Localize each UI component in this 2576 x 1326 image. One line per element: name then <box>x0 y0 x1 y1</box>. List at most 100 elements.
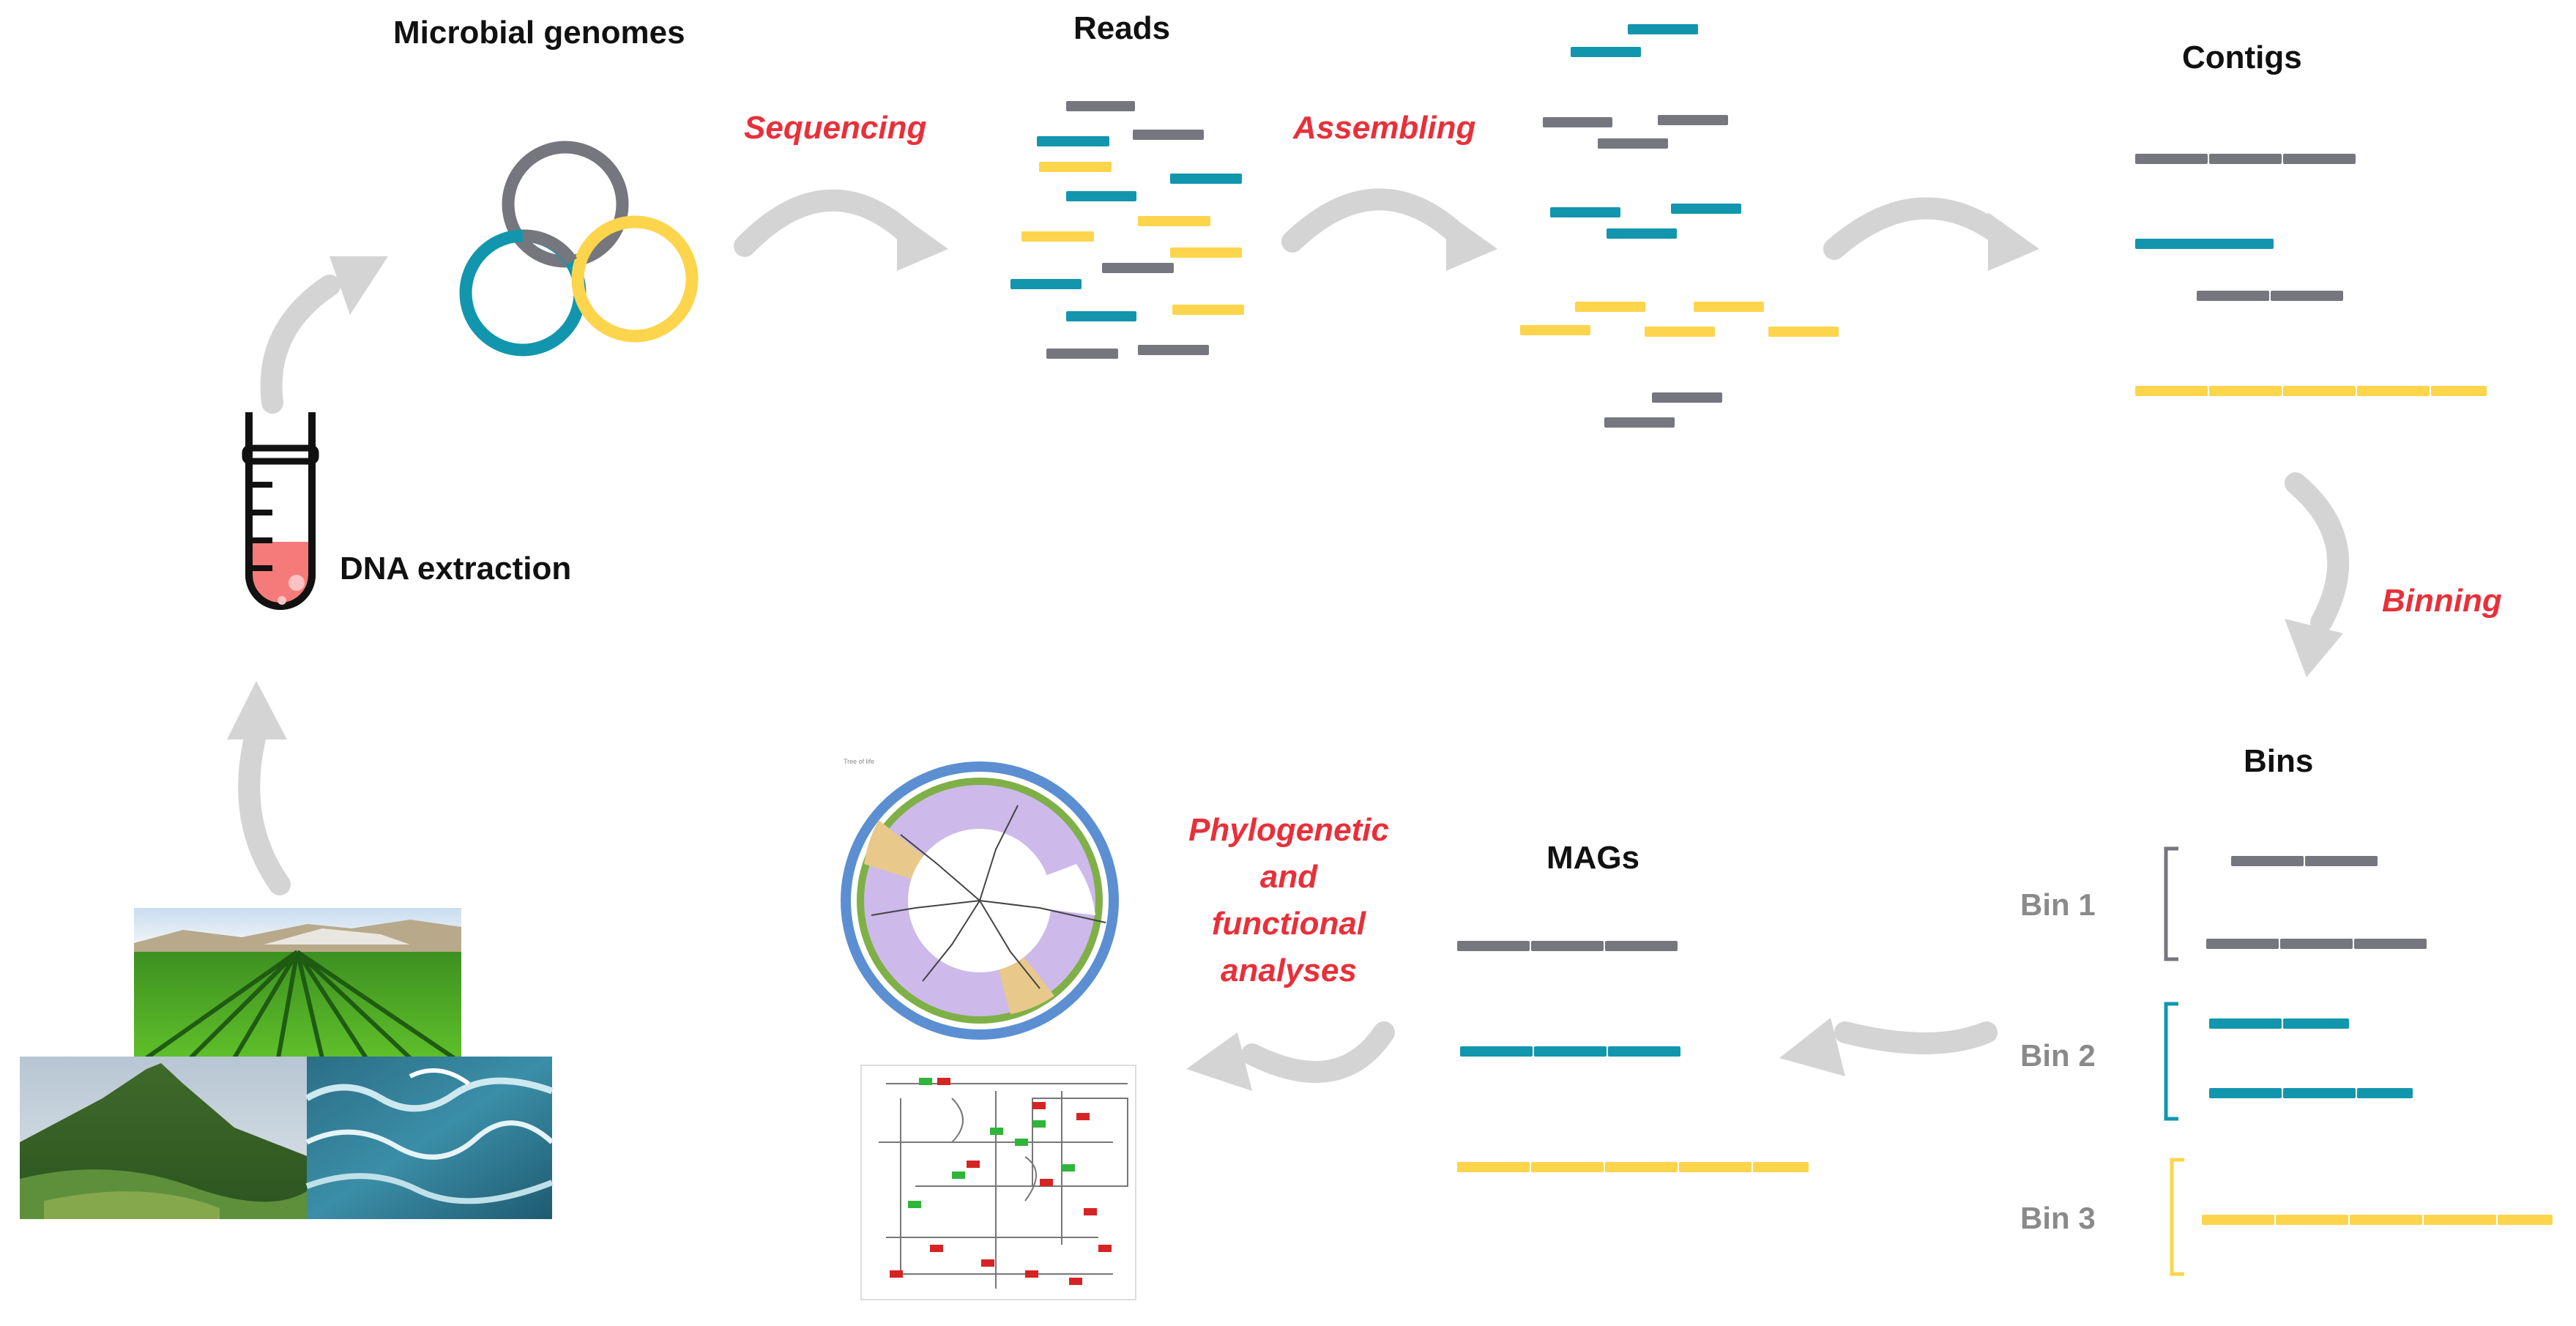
overlap-read-bar <box>1626 23 1700 36</box>
flow-arrows <box>227 188 2350 1091</box>
contig-bar <box>2269 289 2345 302</box>
mags-to-analyses-arrow <box>1186 1021 1395 1091</box>
mag-bar <box>1533 1045 1608 1058</box>
contig-bar <box>2282 384 2357 398</box>
mags-label: MAGs <box>1546 840 1640 876</box>
overlap-read-bar <box>1596 137 1669 150</box>
read-bar <box>1038 160 1113 174</box>
bin-1-bar <box>2304 854 2379 868</box>
mag-bar <box>1604 1161 1679 1174</box>
bin-3-bar <box>2348 1213 2424 1226</box>
contig-bar <box>2208 152 2283 165</box>
contig-arrow <box>1823 197 2039 271</box>
mag-bar <box>1752 1161 1810 1174</box>
mag-bar <box>1530 1161 1605 1174</box>
bins-to-mags-arrow <box>1779 1018 1998 1076</box>
overlap-read-bar <box>1656 113 1730 127</box>
read-bar <box>1009 278 1083 291</box>
mag-bar <box>1456 939 1531 953</box>
arrow-to-genomes <box>260 256 388 414</box>
read-bar <box>1101 261 1175 275</box>
binning-step-label: Binning <box>2382 583 2502 619</box>
reads-label: Reads <box>1073 10 1171 46</box>
bin-3-bar <box>2200 1213 2276 1226</box>
sequencing-arrow <box>734 189 948 271</box>
contig-bar <box>2134 237 2275 250</box>
contig-bar <box>2195 289 2271 302</box>
overlap-read-bar <box>1549 206 1622 219</box>
phylogenetic-tree-figure: Tree of life <box>841 754 1132 1046</box>
dna-extraction-label: DNA extraction <box>340 551 572 586</box>
ocean-photo <box>305 1057 554 1219</box>
read-bar <box>1136 343 1210 357</box>
assembling-step-label: Assembling <box>1293 110 1476 146</box>
read-bar <box>1020 230 1095 243</box>
bin-1-bar <box>2353 937 2428 950</box>
overlap-read-bar <box>1692 300 1765 313</box>
contig-bar <box>2356 384 2431 398</box>
read-bar <box>1035 135 1111 148</box>
read-bar <box>1169 172 1243 185</box>
contig-bar <box>2282 152 2357 165</box>
bin-1-bar <box>2205 937 2280 950</box>
overlap-read-bar <box>1574 300 1647 313</box>
mag-bar <box>1459 1045 1534 1058</box>
mag-bar <box>1604 939 1679 953</box>
bin-2-bar <box>2208 1087 2283 1100</box>
read-bar <box>1171 303 1246 316</box>
bin-1-bracket <box>2164 846 2178 961</box>
bin-2-bar <box>2356 1087 2414 1100</box>
bin-2-bar <box>2282 1087 2357 1100</box>
analyses-step-label: Phylogenetic and functional analyses <box>1142 807 1435 994</box>
mag-bar <box>1678 1161 1753 1174</box>
analyses-line-3: functional <box>1211 906 1366 942</box>
overlap-read-bar <box>1650 391 1724 404</box>
analyses-line-2: and <box>1259 859 1318 895</box>
three-interlocking-rings-icon <box>459 141 699 357</box>
mag-bar <box>1456 1161 1531 1174</box>
bin-3-bar <box>2274 1213 2350 1226</box>
bin-3-bracket <box>2170 1158 2184 1276</box>
read-bar <box>1065 310 1138 323</box>
bin-1-bar <box>2230 854 2305 868</box>
contig-bar <box>2134 384 2209 398</box>
analyses-line-4: analyses <box>1221 953 1357 988</box>
assembling-arrow <box>1281 188 1497 271</box>
bin-brackets <box>2164 846 2184 1276</box>
read-bar <box>1065 100 1136 113</box>
bins-label: Bins <box>2244 743 2314 779</box>
metabolic-pathway-map-figure <box>860 1065 1136 1300</box>
overlap-read-bar <box>1643 325 1716 338</box>
binning-arrow <box>2285 472 2350 677</box>
svg-text:Tree of life: Tree of life <box>844 758 874 765</box>
read-bar <box>1136 215 1212 228</box>
field-photo <box>134 908 461 1060</box>
read-bar <box>1131 128 1205 141</box>
contig-bar <box>2430 384 2488 398</box>
overlap-read-bar <box>1569 45 1642 59</box>
read-bar <box>1045 347 1120 360</box>
mag-bar <box>1530 939 1605 953</box>
read-bar <box>1169 246 1243 259</box>
sequence-bars <box>1009 23 2554 1226</box>
overlap-read-bar <box>1519 324 1592 337</box>
mountain-photo <box>20 1057 309 1219</box>
bin-2-bar <box>2208 1017 2283 1030</box>
bin-3-bar <box>2422 1213 2498 1226</box>
bin-1-bar <box>2279 937 2354 950</box>
contigs-label: Contigs <box>2182 40 2302 75</box>
overlap-read-bar <box>1541 116 1614 129</box>
overlap-read-bar <box>1603 416 1676 429</box>
bin-2-bracket <box>2164 1002 2178 1121</box>
overlap-read-bar <box>1669 202 1743 215</box>
arrow-to-tube <box>227 681 291 895</box>
analyses-line-1: Phylogenetic <box>1188 812 1389 848</box>
sequencing-step-label: Sequencing <box>744 110 927 146</box>
mag-bar <box>1607 1045 1682 1058</box>
bin-1-label: Bin 1 <box>2020 887 2096 922</box>
contig-bar <box>2208 384 2283 398</box>
overlap-read-bar <box>1605 227 1678 240</box>
overlap-read-bar <box>1767 325 1840 338</box>
contig-bar <box>2134 152 2209 165</box>
